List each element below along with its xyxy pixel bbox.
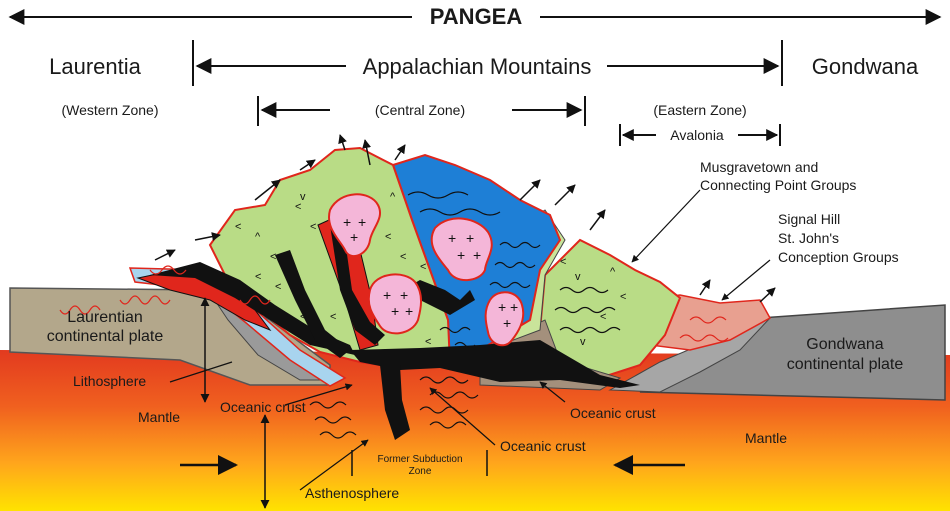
svg-text:+: + [473, 247, 481, 263]
label-signal-1: Signal Hill [778, 211, 840, 227]
label-mantle-left: Mantle [138, 409, 180, 425]
svg-text:+: + [350, 229, 358, 245]
svg-text:+: + [405, 303, 413, 319]
svg-text:v: v [580, 336, 586, 348]
svg-text:<: < [385, 231, 391, 243]
svg-text:+: + [466, 230, 474, 246]
label-oceanic-right: Oceanic crust [570, 405, 656, 421]
svg-text:v: v [575, 271, 581, 283]
svg-text:<: < [270, 251, 276, 263]
label-asthenosphere: Asthenosphere [305, 485, 399, 501]
svg-text:<: < [400, 251, 406, 263]
label-oceanic-left: Oceanic crust [220, 399, 306, 415]
svg-text:+: + [391, 303, 399, 319]
label-signal-2: St. John's [778, 230, 839, 246]
region-appalachian: Appalachian Mountains [363, 54, 592, 79]
svg-text:<: < [255, 271, 261, 283]
svg-text:+: + [400, 287, 408, 303]
label-laurentian-2: continental plate [47, 328, 164, 345]
label-oceanic-center: Oceanic crust [500, 438, 586, 454]
label-musgravetown-1: Musgravetown and [700, 159, 818, 175]
svg-text:<: < [330, 311, 336, 323]
zone-western: (Western Zone) [62, 102, 159, 118]
svg-text:<: < [620, 291, 626, 303]
svg-text:<: < [560, 256, 566, 268]
svg-text:+: + [358, 214, 366, 230]
region-laurentia: Laurentia [49, 54, 142, 79]
svg-text:+: + [498, 299, 506, 315]
label-laurentian-1: Laurentian [67, 309, 143, 326]
header-lines [10, 17, 940, 146]
svg-text:<: < [425, 336, 431, 348]
svg-text:^: ^ [255, 231, 261, 243]
label-lithosphere: Lithosphere [73, 373, 146, 389]
label-mantle-right: Mantle [745, 430, 787, 446]
svg-text:+: + [448, 230, 456, 246]
svg-text:v: v [300, 191, 306, 203]
zone-avalonia: Avalonia [670, 127, 724, 143]
svg-text:+: + [510, 299, 518, 315]
label-subduction-2: Zone [409, 466, 432, 477]
svg-text:<: < [235, 221, 241, 233]
svg-text:^: ^ [610, 266, 616, 278]
label-signal-3: Conception Groups [778, 249, 899, 265]
svg-text:<: < [420, 261, 426, 273]
title-pangea: PANGEA [430, 4, 523, 29]
svg-text:<: < [600, 311, 606, 323]
label-musgravetown-2: Connecting Point Groups [700, 177, 856, 193]
svg-text:+: + [457, 247, 465, 263]
svg-text:<: < [275, 281, 281, 293]
zone-eastern: (Eastern Zone) [653, 102, 746, 118]
label-gondwana-1: Gondwana [806, 336, 883, 353]
label-gondwana-2: continental plate [787, 356, 904, 373]
label-subduction-1: Former Subduction [377, 454, 462, 465]
region-gondwana: Gondwana [812, 54, 919, 79]
svg-text:^: ^ [390, 191, 396, 203]
svg-text:<: < [310, 221, 316, 233]
svg-text:+: + [503, 315, 511, 331]
svg-text:+: + [383, 287, 391, 303]
zone-central: (Central Zone) [375, 102, 465, 118]
svg-text:+: + [343, 214, 351, 230]
svg-text:<: < [300, 311, 306, 323]
